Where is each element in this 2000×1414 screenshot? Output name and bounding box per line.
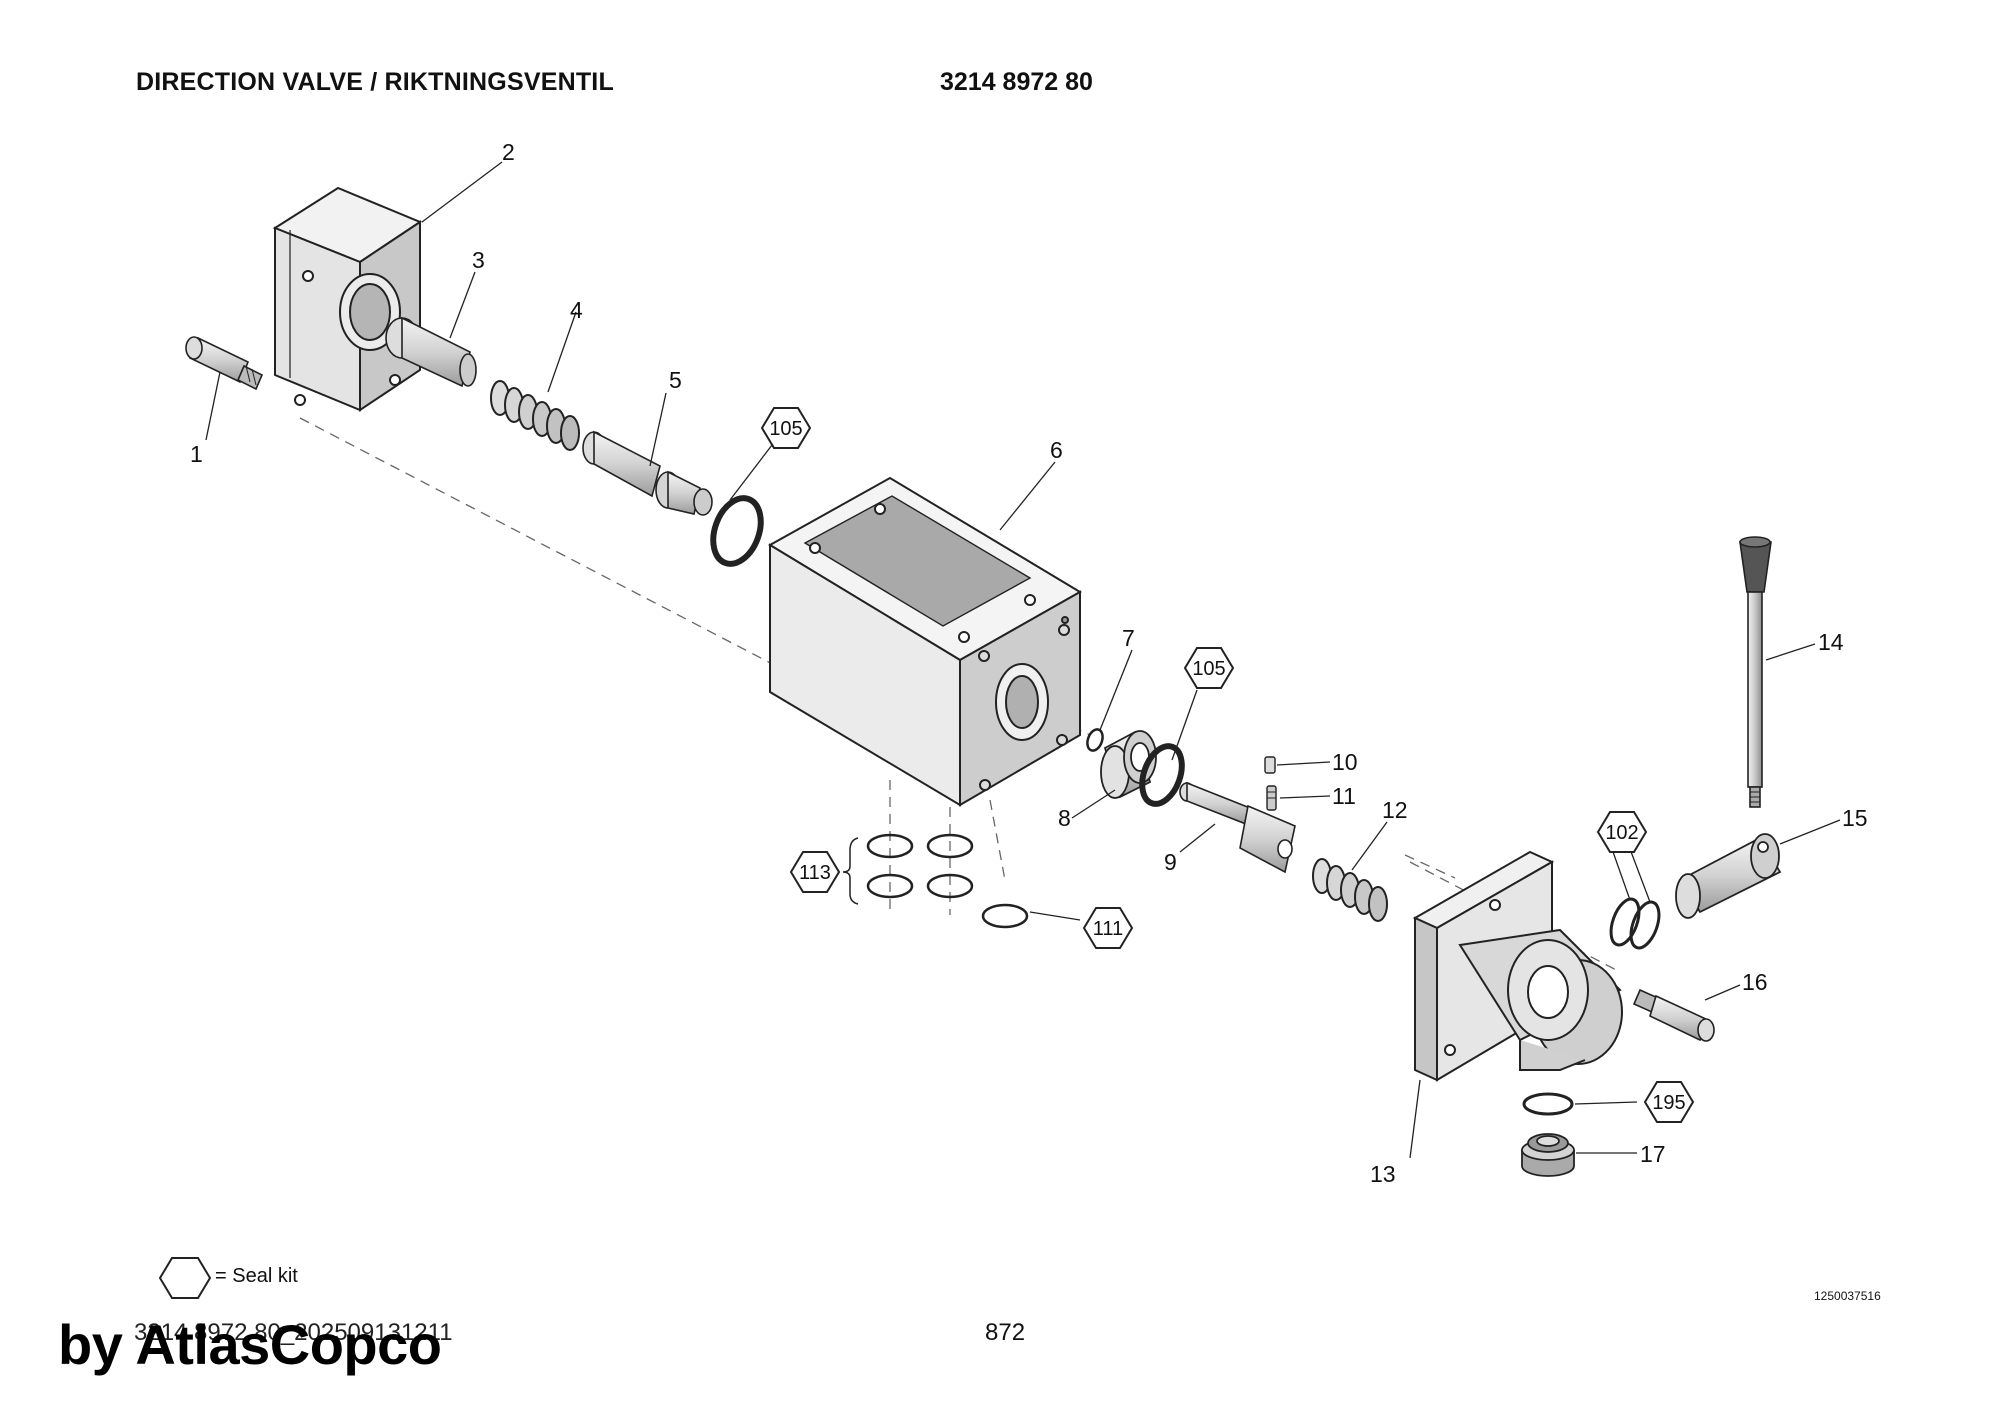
part-7-o-ring	[1086, 728, 1104, 752]
o-ring-102-b	[1629, 900, 1661, 950]
seal-kit-195: 195	[1643, 1081, 1695, 1123]
part-1-cap-screw	[185, 336, 264, 391]
o-ring-102-a	[1609, 897, 1641, 947]
part-4-spring	[490, 380, 580, 451]
part-12-spring	[1312, 858, 1388, 922]
part-label: 12	[1382, 797, 1408, 823]
part-3-shaft	[385, 316, 477, 388]
part-8-bushing	[1100, 730, 1157, 799]
part-labels: 1 2 3 4 5 6 7 8 9 10 11 12 13 14 15 16 1…	[190, 139, 1868, 1187]
o-ring-105-lower	[1139, 743, 1185, 807]
legend-text: = Seal kit	[215, 1265, 298, 1287]
part-13-handle-housing	[1412, 850, 1623, 1082]
part-label: 3	[472, 247, 485, 273]
part-11-pin	[1266, 785, 1277, 811]
page-title: DIRECTION VALVE / RIKTNINGSVENTIL	[136, 68, 614, 96]
o-ring-105-upper	[710, 495, 764, 567]
part-10-pin	[1264, 756, 1276, 774]
svg-text:105: 105	[769, 418, 802, 440]
image-number: 1250037516	[1814, 1289, 1881, 1303]
seal-kit-111: 111	[1082, 907, 1134, 949]
seal-113-o-rings	[866, 833, 974, 899]
seal-kit-105-upper: 105	[760, 407, 812, 449]
part-label: 1	[190, 441, 203, 467]
part-16-cap-screw	[1632, 988, 1715, 1042]
part-label: 5	[669, 367, 682, 393]
part-label: 10	[1332, 749, 1358, 775]
leader-lines	[205, 161, 1841, 1159]
seal-kit-legend-icon	[158, 1257, 212, 1299]
part-5-spool	[582, 430, 713, 516]
seal-113-bracket	[842, 837, 859, 905]
svg-text:195: 195	[1652, 1092, 1685, 1114]
seal-kit-102: 102	[1596, 811, 1648, 853]
svg-text:102: 102	[1605, 822, 1638, 844]
part-label: 13	[1370, 1161, 1396, 1187]
part-label: 14	[1818, 629, 1844, 655]
o-ring-195	[1522, 1092, 1574, 1116]
document-number: 3214 8972 80	[940, 68, 1093, 96]
page-number: 872	[985, 1319, 1026, 1346]
part-label: 9	[1164, 849, 1177, 875]
svg-text:105: 105	[1192, 658, 1225, 680]
part-label: 17	[1640, 1141, 1666, 1167]
part-label: 11	[1332, 783, 1356, 809]
part-2-end-cover	[272, 186, 423, 412]
part-label: 16	[1742, 969, 1768, 995]
svg-text:111: 111	[1093, 918, 1123, 940]
seal-111-o-ring	[981, 903, 1029, 929]
part-15-sleeve	[1675, 833, 1782, 919]
part-label: 4	[570, 297, 583, 323]
part-label: 8	[1058, 805, 1071, 831]
watermark: by AtlasCopco	[58, 1313, 442, 1376]
part-9-shaft	[1179, 781, 1296, 874]
part-label: 15	[1842, 805, 1868, 831]
part-6-valve-body	[768, 476, 1082, 807]
seal-kit-113: 113	[789, 851, 841, 893]
part-17-plug	[1521, 1133, 1575, 1177]
svg-text:113: 113	[799, 862, 831, 884]
part-label: 7	[1122, 625, 1135, 651]
footer-reference: 3214 8972 80_202509131211	[134, 1319, 453, 1346]
part-14-lever-handle	[1739, 536, 1772, 808]
part-label: 6	[1050, 437, 1063, 463]
seal-kit-callouts: 105 105 113 111 102 195	[760, 407, 1695, 1123]
part-label: 2	[502, 139, 515, 165]
seal-kit-105-lower: 105	[1183, 647, 1235, 689]
